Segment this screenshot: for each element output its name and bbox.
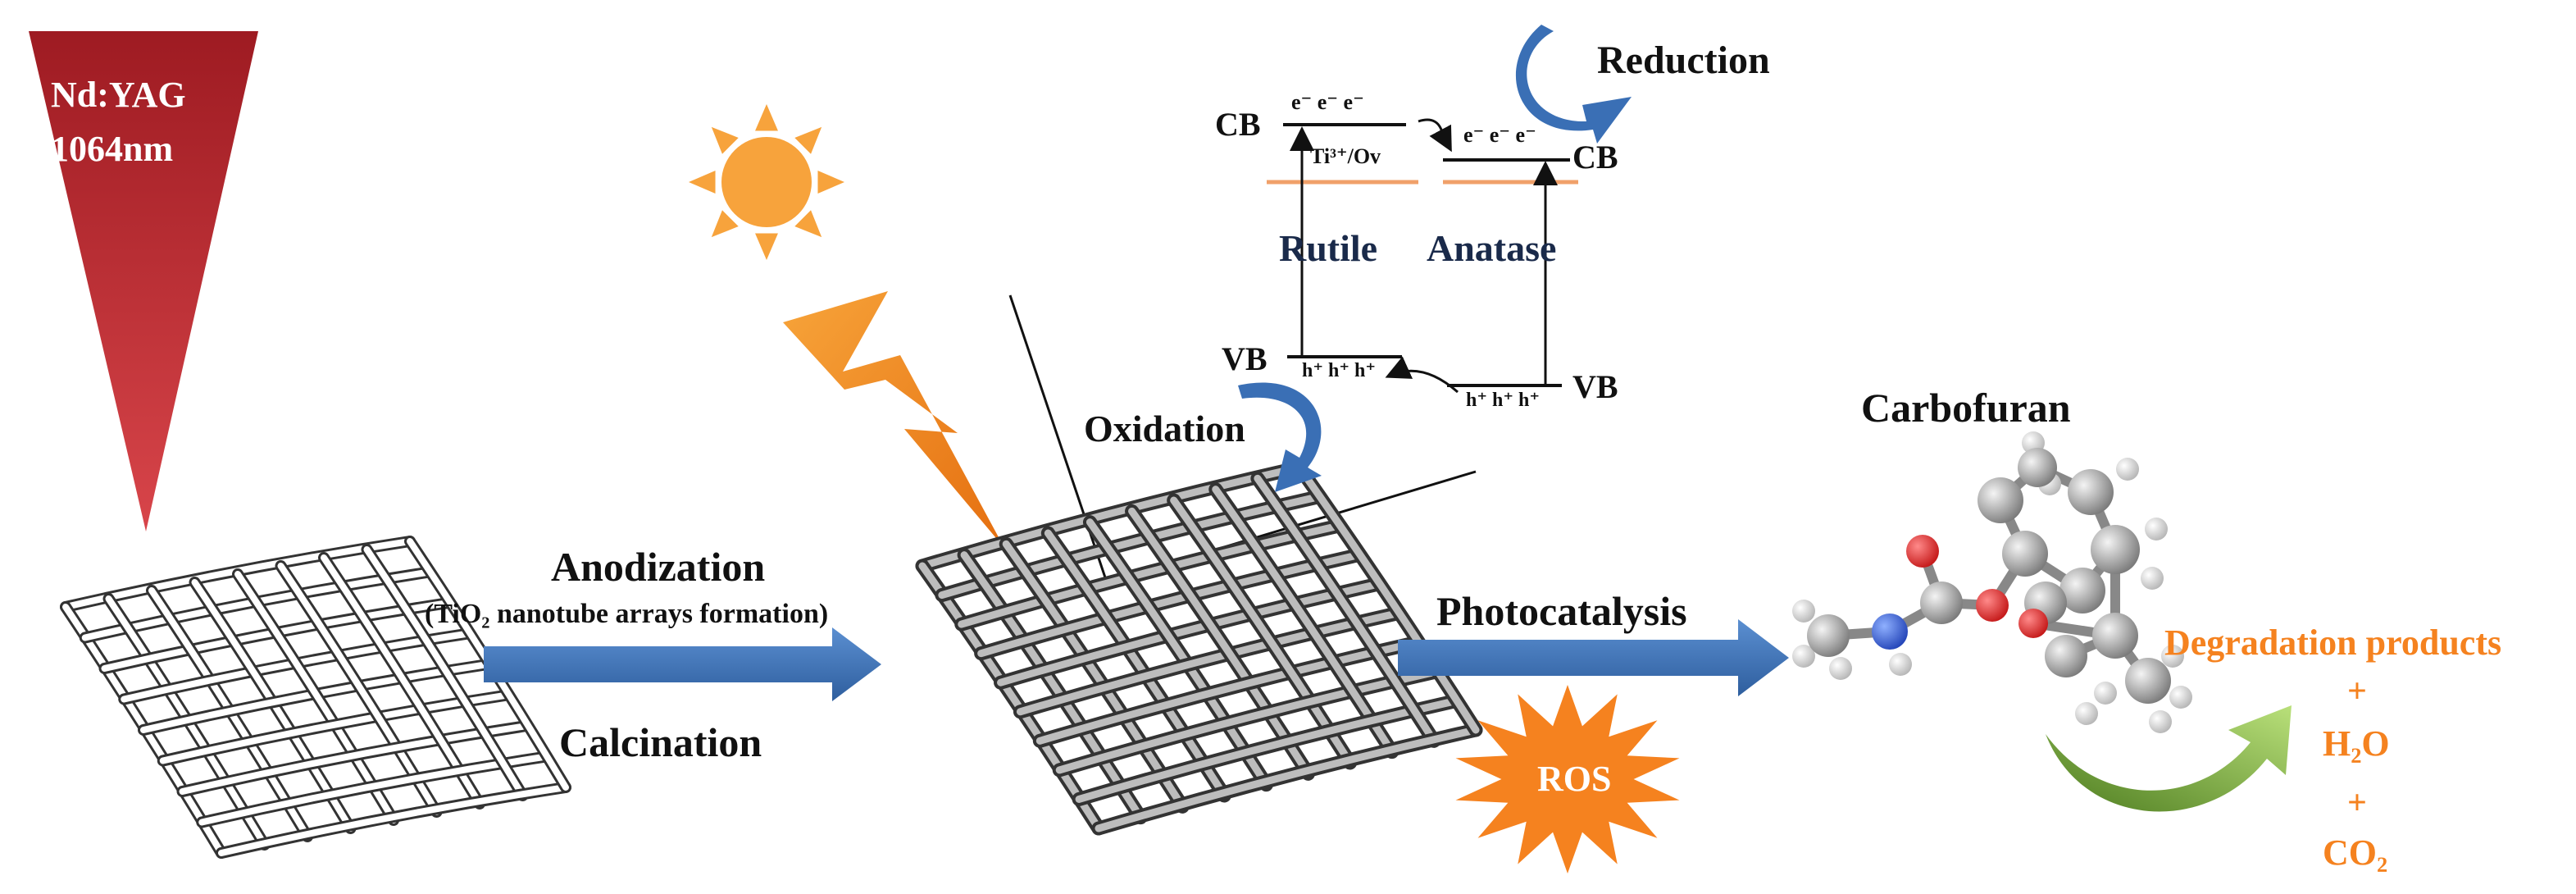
plain-mesh-illustration	[60, 536, 571, 859]
lightning-bolt-icon	[783, 291, 1004, 548]
carbofuran-label: Carbofuran	[1861, 385, 2071, 431]
products-line1: Degradation products	[2164, 623, 2502, 663]
laser-label-line2: 1064nm	[51, 129, 174, 169]
vb-left-label: VB	[1222, 340, 1268, 377]
hole-transfer-arrow	[1385, 356, 1459, 394]
laser-beam	[29, 31, 258, 531]
anodization-label: Anodization	[551, 544, 766, 590]
products-line3: CO₂	[2323, 832, 2388, 873]
laser-label-line1: Nd:YAG	[51, 75, 186, 115]
anodization-arrow	[484, 627, 881, 701]
anodization-sublabel: (TiO₂ nanotube arrays formation)	[425, 599, 829, 629]
cb-left-label: CB	[1215, 106, 1261, 143]
band-diagram	[1238, 25, 1632, 492]
holes-left: h⁺ h⁺ h⁺	[1302, 360, 1377, 381]
reduction-arrow	[1515, 25, 1632, 144]
ros-label: ROS	[1537, 759, 1612, 799]
photocatalysis-arrow	[1398, 619, 1789, 696]
photocatalysis-label: Photocatalysis	[1436, 588, 1687, 634]
tio2-mesh-illustration	[915, 460, 1483, 836]
sun-icon	[689, 104, 844, 260]
vb-right-label: VB	[1572, 368, 1618, 405]
green-curved-arrow	[2046, 705, 2292, 812]
products-plus2: +	[2347, 784, 2367, 822]
holes-right: h⁺ h⁺ h⁺	[1466, 390, 1541, 411]
oxidation-arrow	[1238, 382, 1322, 492]
electrons-left: e⁻ e⁻ e⁻	[1291, 90, 1364, 114]
products-line2: H₂O	[2323, 723, 2390, 764]
ros-starburst	[1455, 685, 1680, 873]
cb-right-label: CB	[1572, 139, 1618, 176]
calcination-label: Calcination	[559, 719, 762, 765]
defect-label: Ti³⁺/Ov	[1310, 144, 1381, 168]
electron-transfer-arrow	[1418, 118, 1452, 153]
carbofuran-molecule	[1792, 431, 2192, 733]
oxidation-label: Oxidation	[1084, 408, 1245, 449]
anatase-label: Anatase	[1427, 227, 1557, 269]
products-plus1: +	[2347, 673, 2367, 710]
electrons-right: e⁻ e⁻ e⁻	[1463, 123, 1536, 147]
rutile-label: Rutile	[1279, 227, 1378, 269]
reduction-label: Reduction	[1597, 39, 1770, 82]
